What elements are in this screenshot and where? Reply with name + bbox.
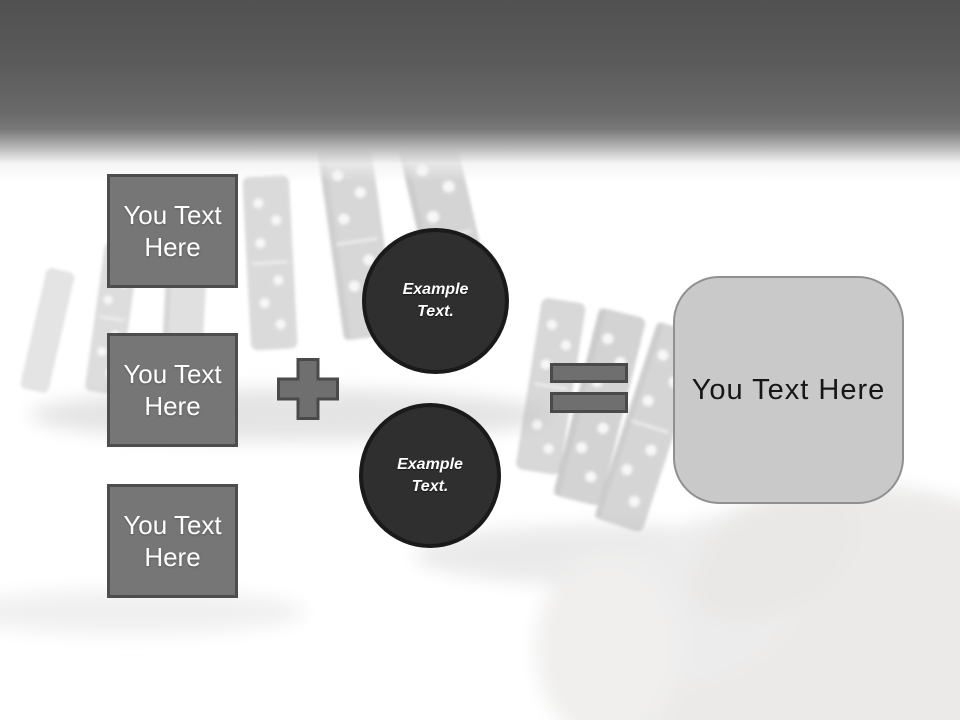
header-band bbox=[0, 0, 960, 182]
input-box-3[interactable]: You Text Here bbox=[107, 484, 238, 598]
plus-icon bbox=[277, 358, 339, 420]
result-box[interactable]: You Text Here bbox=[673, 276, 904, 504]
equals-top-bar bbox=[550, 363, 628, 383]
equals-icon bbox=[550, 363, 628, 413]
equals-bottom-bar bbox=[550, 392, 628, 413]
input-box-1[interactable]: You Text Here bbox=[107, 174, 238, 288]
example-circle-2[interactable]: Example Text. bbox=[359, 403, 501, 548]
input-box-2[interactable]: You Text Here bbox=[107, 333, 238, 447]
example-circle-1[interactable]: Example Text. bbox=[362, 228, 509, 374]
